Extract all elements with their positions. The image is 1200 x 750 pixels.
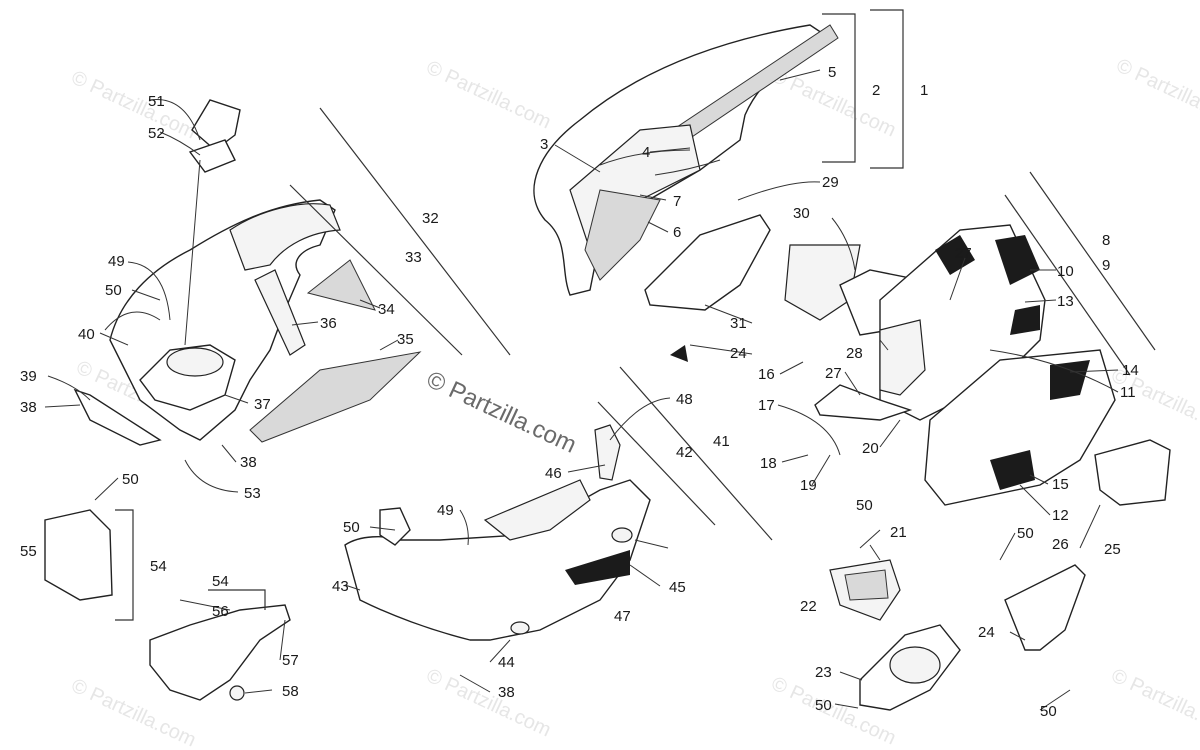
callout-26: 26 bbox=[1052, 536, 1069, 553]
lower-left-brackets bbox=[44, 509, 291, 701]
callout-16: 16 bbox=[758, 366, 775, 383]
windshield-assembly bbox=[533, 24, 839, 296]
callout-24a: 24 bbox=[730, 345, 747, 362]
callout-23: 23 bbox=[815, 664, 832, 681]
callout-41: 41 bbox=[713, 433, 730, 450]
callout-51: 51 bbox=[148, 93, 165, 110]
side-panel-assembly bbox=[644, 214, 1171, 506]
callout-19: 19 bbox=[800, 477, 817, 494]
callout-24b: 24 bbox=[978, 624, 995, 641]
watermark-text: © Partzilla.com bbox=[423, 57, 554, 134]
callout-54a: 54 bbox=[150, 558, 167, 575]
callout-21: 21 bbox=[890, 524, 907, 541]
decal-35 bbox=[249, 351, 422, 443]
callout-38b: 38 bbox=[240, 454, 257, 471]
callout-56: 56 bbox=[212, 603, 229, 620]
callout-50g: 50 bbox=[1040, 703, 1057, 720]
callout-37: 37 bbox=[254, 396, 271, 413]
callout-18: 18 bbox=[760, 455, 777, 472]
callout-50c: 50 bbox=[343, 519, 360, 536]
callout-50d: 50 bbox=[856, 497, 873, 514]
callout-54b: 54 bbox=[212, 573, 229, 590]
watermark-text: © Partzilla.com bbox=[68, 67, 199, 144]
callout-22: 22 bbox=[800, 598, 817, 615]
callout-36: 36 bbox=[320, 315, 337, 332]
watermark-text: © Partzilla.com bbox=[1108, 665, 1200, 742]
callout-28: 28 bbox=[846, 345, 863, 362]
callout-48: 48 bbox=[676, 391, 693, 408]
leader-lines bbox=[44, 69, 1119, 711]
callout-29: 29 bbox=[822, 174, 839, 191]
callout-50a: 50 bbox=[105, 282, 122, 299]
callout-35: 35 bbox=[397, 331, 414, 348]
callout-3: 3 bbox=[540, 136, 548, 153]
callout-labels: 1 2 3 4 5 6 7 8 9 10 11 12 13 14 15 16 1… bbox=[20, 64, 1139, 720]
callout-31: 31 bbox=[730, 315, 747, 332]
decal-7 bbox=[584, 189, 661, 281]
callout-38c: 38 bbox=[498, 684, 515, 701]
callout-38a: 38 bbox=[20, 399, 37, 416]
callout-8: 8 bbox=[1102, 232, 1110, 249]
callout-25: 25 bbox=[1104, 541, 1121, 558]
callout-39: 39 bbox=[20, 368, 37, 385]
callout-9: 9 bbox=[1102, 257, 1110, 274]
callout-5: 5 bbox=[828, 64, 836, 81]
callout-50b: 50 bbox=[122, 471, 139, 488]
callout-15: 15 bbox=[1052, 476, 1069, 493]
watermark-text: © Partzilla.com bbox=[1113, 55, 1200, 132]
callout-6: 6 bbox=[673, 224, 681, 241]
callout-43: 43 bbox=[332, 578, 349, 595]
callout-45: 45 bbox=[669, 579, 686, 596]
callout-30: 30 bbox=[793, 205, 810, 222]
callout-17: 17 bbox=[758, 397, 775, 414]
callout-42: 42 bbox=[676, 444, 693, 461]
callout-49a: 49 bbox=[108, 253, 125, 270]
callout-52: 52 bbox=[148, 125, 165, 142]
callout-11: 11 bbox=[1120, 384, 1136, 401]
callout-10: 10 bbox=[1057, 263, 1074, 280]
callout-50e: 50 bbox=[1017, 525, 1034, 542]
callout-4: 4 bbox=[642, 144, 650, 161]
callout-50f: 50 bbox=[815, 697, 832, 714]
watermark-text: © Partzilla.com bbox=[423, 665, 554, 742]
callout-40: 40 bbox=[78, 326, 95, 343]
hood-assembly bbox=[73, 99, 422, 446]
callout-34: 34 bbox=[378, 301, 395, 318]
callout-20: 20 bbox=[862, 440, 879, 457]
callout-12: 12 bbox=[1052, 507, 1069, 524]
lower-right-brackets bbox=[829, 559, 1086, 711]
callout-55: 55 bbox=[20, 543, 37, 560]
callout-1: 1 bbox=[920, 82, 928, 99]
callout-49b: 49 bbox=[437, 502, 454, 519]
callout-2: 2 bbox=[872, 82, 880, 99]
callout-53: 53 bbox=[244, 485, 261, 502]
callout-58: 58 bbox=[282, 683, 299, 700]
group-brackets bbox=[115, 9, 1156, 621]
callout-14: 14 bbox=[1122, 362, 1139, 379]
callout-27b: 27 bbox=[825, 365, 842, 382]
callout-32: 32 bbox=[422, 210, 439, 227]
callout-57: 57 bbox=[282, 652, 299, 669]
callout-44: 44 bbox=[498, 654, 515, 671]
callout-7: 7 bbox=[673, 193, 681, 210]
callout-47: 47 bbox=[614, 608, 631, 625]
decal-34 bbox=[306, 259, 376, 311]
center-watermark: © Partzilla.com bbox=[422, 366, 580, 459]
callout-33: 33 bbox=[405, 249, 422, 266]
callout-27a: 27 bbox=[955, 245, 972, 262]
belly-pan-assembly bbox=[344, 424, 651, 641]
callout-13: 13 bbox=[1057, 293, 1074, 310]
callout-46: 46 bbox=[545, 465, 562, 482]
